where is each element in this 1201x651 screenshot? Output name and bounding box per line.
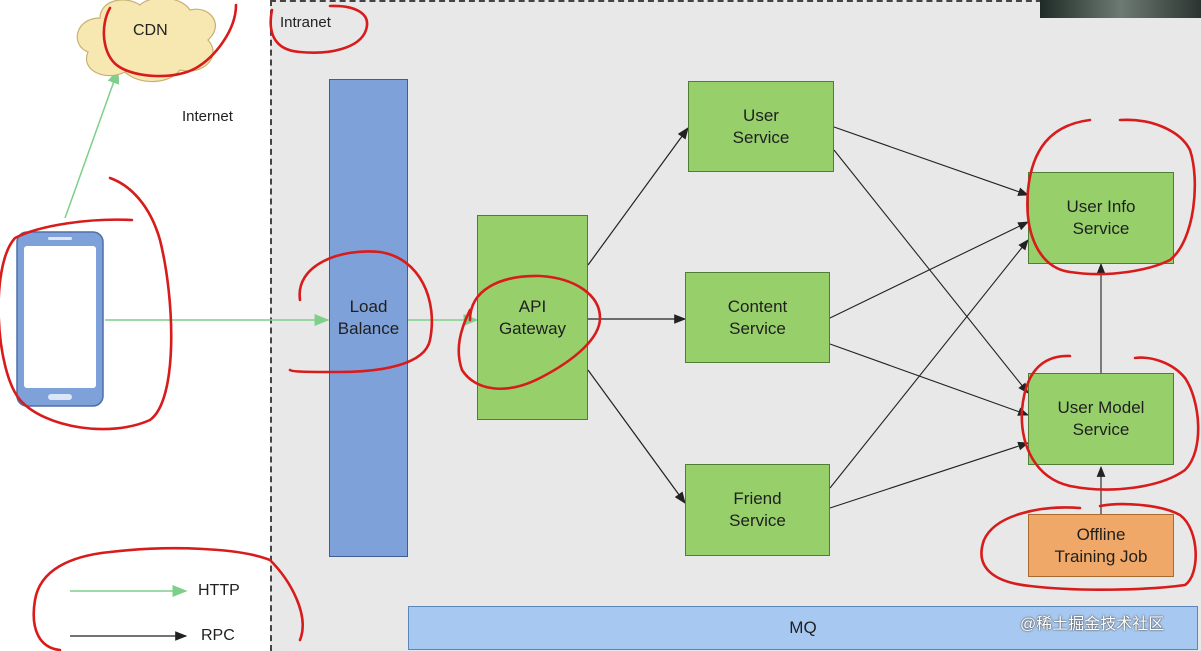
rpc-content-to-userinfo [829, 221, 1029, 319]
rpc-gateway-to-user [587, 127, 689, 266]
legend-rpc-label: RPC [201, 627, 235, 644]
user-info-service-node: User Info Service [1028, 172, 1174, 264]
legend-http-label: HTTP [198, 582, 240, 599]
user-service-node: User Service [688, 81, 834, 172]
user-model-service-node: User Model Service [1028, 373, 1174, 465]
load-balance-node: Load Balance [329, 79, 408, 557]
rpc-friend-to-userinfo [829, 239, 1029, 489]
api-gateway-node: API Gateway [477, 215, 588, 420]
mq-node: MQ [408, 606, 1198, 650]
rpc-content-to-usermodel [829, 343, 1030, 416]
rpc-gateway-to-friend [587, 369, 686, 504]
friend-service-node: Friend Service [685, 464, 830, 556]
webcam-overlay [1040, 0, 1201, 18]
offline-training-job-node: Offline Training Job [1028, 514, 1174, 577]
watermark: @稀土掘金技术社区 [1020, 616, 1165, 633]
http-arrow-phone-to-cdn [64, 68, 120, 219]
rpc-friend-to-usermodel [829, 441, 1030, 509]
intranet-label: Intranet [280, 14, 331, 31]
cdn-label: CDN [133, 22, 168, 39]
rpc-user-to-userinfo [833, 126, 1030, 196]
internet-label: Internet [182, 108, 233, 125]
rpc-user-to-usermodel [833, 149, 1029, 394]
content-service-node: Content Service [685, 272, 830, 363]
